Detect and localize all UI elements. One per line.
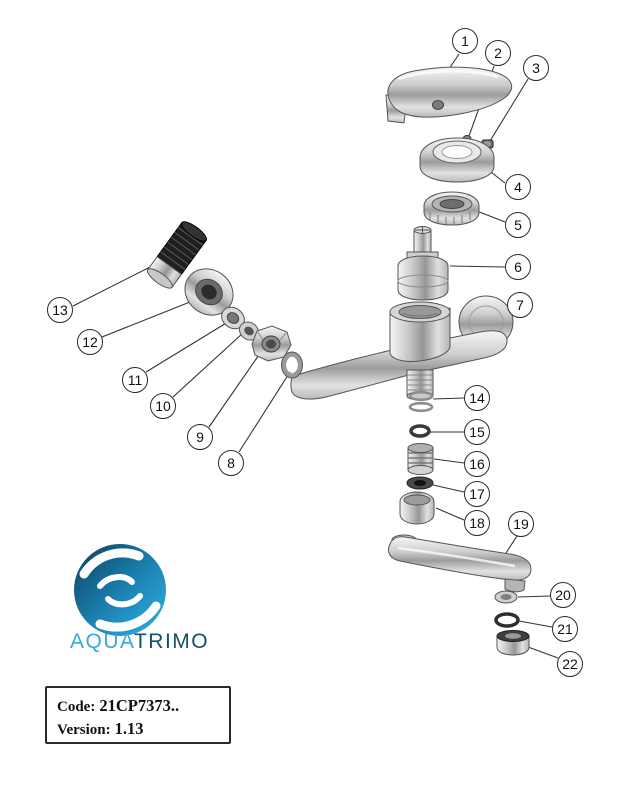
callout-19: 19 xyxy=(508,511,534,537)
part-dome-ring xyxy=(419,137,495,183)
callout-15: 15 xyxy=(464,419,490,445)
part-o-ring-aerator xyxy=(494,612,520,628)
callout-8: 8 xyxy=(218,450,244,476)
callout-7: 7 xyxy=(507,292,533,318)
part-o-ring-inlet xyxy=(281,351,303,379)
callout-13: 13 xyxy=(47,297,73,323)
part-washer-flat xyxy=(494,590,518,604)
part-lock-ring xyxy=(423,191,480,226)
callout-3: 3 xyxy=(523,55,549,81)
brand-wordmark-aqua: AQUA xyxy=(70,630,134,653)
part-ring xyxy=(238,321,260,341)
callout-1: 1 xyxy=(452,28,478,54)
part-o-ring-spout xyxy=(409,424,431,438)
part-cartridge xyxy=(397,226,449,301)
part-spout-nut xyxy=(399,491,435,525)
part-handle xyxy=(385,66,513,124)
part-insert xyxy=(407,443,434,475)
callout-16: 16 xyxy=(464,451,490,477)
part-flange xyxy=(184,268,234,316)
callout-21: 21 xyxy=(552,616,578,642)
part-washer-small xyxy=(221,306,245,330)
callout-9: 9 xyxy=(187,424,213,450)
callout-10: 10 xyxy=(150,393,176,419)
callout-6: 6 xyxy=(505,254,531,280)
callout-4: 4 xyxy=(505,174,531,200)
version-label: Version: xyxy=(57,722,111,738)
version-value: 1.13 xyxy=(114,719,144,738)
callout-5: 5 xyxy=(505,212,531,238)
code-value: 21CP7373.. xyxy=(99,696,180,715)
part-inlet-nipple xyxy=(146,221,207,289)
product-code-line: Code: 21CP7373.. xyxy=(57,695,219,718)
callout-20: 20 xyxy=(550,582,576,608)
callout-17: 17 xyxy=(464,481,490,507)
product-info-box: Code: 21CP7373.. Version: 1.13 xyxy=(45,686,231,744)
callout-11: 11 xyxy=(122,367,148,393)
product-version-line: Version: 1.13 xyxy=(57,718,219,741)
code-label: Code: xyxy=(57,699,96,715)
brand-wordmark-trimo: TRIMO xyxy=(133,630,210,653)
callout-12: 12 xyxy=(77,329,103,355)
part-body xyxy=(290,295,514,401)
part-washer-dark xyxy=(406,476,434,490)
part-washer-pair xyxy=(408,390,434,413)
part-aerator xyxy=(496,630,530,656)
brand-logo-icon xyxy=(74,544,166,636)
part-spout xyxy=(387,534,532,593)
callout-22: 22 xyxy=(557,651,583,677)
brand-wordmark: AQUATRIMO xyxy=(70,630,209,654)
callout-18: 18 xyxy=(464,510,490,536)
leader-lines xyxy=(72,53,559,659)
callout-14: 14 xyxy=(464,385,490,411)
part-hex-nut xyxy=(251,325,292,362)
callout-2: 2 xyxy=(485,40,511,66)
